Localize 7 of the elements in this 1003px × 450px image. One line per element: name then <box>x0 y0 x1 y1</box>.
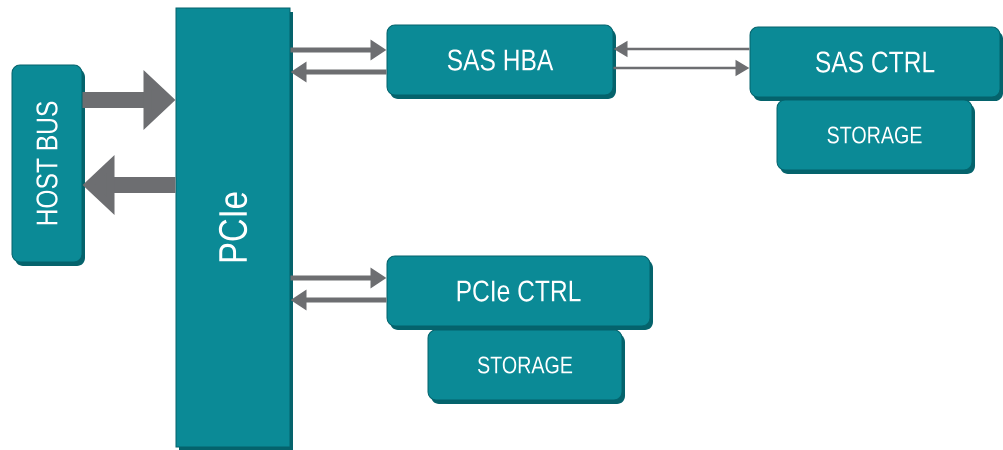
component-box: PCIe CTRL <box>386 255 653 330</box>
component-box: SAS CTRL <box>749 26 1003 101</box>
bus-bar: HOST BUS <box>11 64 85 266</box>
component-box: STORAGE <box>776 99 975 174</box>
component-box: SAS HBA <box>386 24 616 99</box>
bus-bar: PCIe <box>175 7 293 450</box>
component-box: STORAGE <box>427 329 625 404</box>
